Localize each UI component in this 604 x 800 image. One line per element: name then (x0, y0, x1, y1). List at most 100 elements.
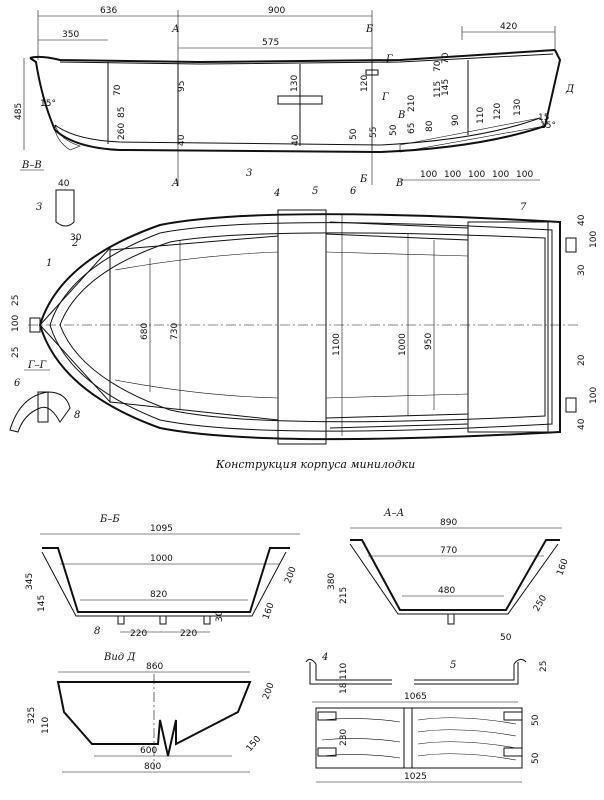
seat-dim-1025: 1025 (404, 772, 427, 782)
seat-dim-50b: 50 (531, 714, 541, 726)
section-vv-dim-30: 30 (70, 233, 82, 243)
mark-v-bottom: В (395, 178, 403, 189)
station-3: 100 (468, 170, 485, 180)
plan-dim-950: 950 (424, 333, 434, 350)
dim-b110: 110 (476, 107, 486, 124)
seat-callout-4: 4 (321, 652, 328, 663)
bb-dim-220a: 220 (130, 629, 147, 639)
aa-dim-160: 160 (555, 557, 570, 577)
callout-3: 3 (246, 168, 252, 179)
plan-dim-100: 100 (11, 315, 21, 332)
dim-h145: 145 (441, 79, 451, 96)
vd-dim-150: 150 (245, 734, 264, 754)
side-view: 636 900 350 575 420 485 70 95 85 130 120 (14, 6, 575, 189)
mark-g-top: Г (385, 54, 393, 65)
aa-dim-770: 770 (440, 546, 457, 556)
dim-575: 575 (262, 38, 279, 48)
plan-callout-7: 7 (520, 202, 527, 213)
plan-callout-2: 2 (71, 238, 78, 249)
seat-dim-50a: 50 (500, 633, 512, 643)
vd-dim-600: 600 (140, 746, 157, 756)
seat-callout-5: 5 (450, 660, 456, 671)
plan-dim-100a: 100 (589, 231, 599, 248)
dim-h40b: 40 (291, 134, 301, 146)
mark-b-bottom: Б (359, 174, 368, 185)
bb-dim-1000: 1000 (150, 554, 173, 564)
mark-a-bottom: А (171, 178, 180, 189)
dim-b120: 120 (493, 103, 503, 120)
angle-transom: 15° (540, 121, 556, 131)
vd-dim-200: 200 (261, 681, 276, 701)
station-5: 100 (516, 170, 533, 180)
section-gg-title: Г–Г (27, 360, 47, 371)
dim-350: 350 (62, 30, 79, 40)
station-1: 100 (420, 170, 437, 180)
plan-callout-1: 1 (46, 258, 52, 269)
dim-h95: 95 (177, 81, 187, 92)
plan-dim-30: 30 (577, 264, 587, 276)
plan-dim-25a: 25 (11, 295, 21, 306)
dim-b130: 130 (513, 99, 523, 116)
section-vv-title: В–В (21, 160, 42, 171)
bb-dim-820: 820 (150, 590, 167, 600)
vd-dim-800: 800 (144, 762, 161, 772)
mark-v-top: В (397, 110, 405, 121)
dim-h70c: 70 (433, 60, 443, 72)
dim-420: 420 (500, 22, 517, 32)
dim-h260: 260 (117, 123, 127, 140)
vd-dim-325: 325 (27, 707, 37, 724)
figure-caption: Конструкция корпуса минилодки (215, 458, 415, 471)
plan-dim-40b: 40 (577, 418, 587, 430)
plan-dim-25b: 25 (11, 347, 21, 358)
seat-dim-110: 110 (339, 663, 349, 680)
dim-900: 900 (268, 6, 285, 16)
seat-dim-230: 230 (339, 729, 349, 746)
bb-dim-145: 145 (37, 595, 47, 612)
section-bb-title: Б–Б (99, 514, 120, 525)
bb-dim-345: 345 (25, 573, 35, 590)
bb-dim-220b: 220 (180, 629, 197, 639)
seat-dim-18: 18 (339, 682, 349, 694)
dim-h70b: 70 (441, 52, 451, 64)
aa-dim-480: 480 (438, 586, 455, 596)
aa-dim-250: 250 (532, 593, 549, 613)
mark-g-bottom: Г (381, 92, 389, 103)
dim-b80: 80 (425, 120, 435, 132)
seat-dim-1065: 1065 (404, 692, 427, 702)
dim-b50b: 50 (389, 124, 399, 136)
dim-h40a: 40 (177, 134, 187, 146)
plan-callout-4: 4 (273, 188, 280, 199)
dim-h115: 115 (433, 81, 443, 98)
aa-dim-890: 890 (440, 518, 457, 528)
plan-dim-730: 730 (170, 323, 180, 340)
bb-dim-200: 200 (283, 565, 298, 585)
section-gg: Г–Г 6 8 (9, 360, 80, 433)
height-labels: 70 95 85 130 120 70 145 115 70 260 40 40 (113, 52, 451, 146)
dim-h120: 120 (360, 75, 370, 92)
plan-dim-20: 20 (577, 354, 587, 366)
mark-d: Д (565, 84, 575, 95)
dim-b65: 65 (407, 123, 417, 134)
plan-dim-40a: 40 (577, 214, 587, 226)
section-aa: А–А 890 770 480 380 215 160 250 (327, 508, 571, 625)
dim-h130: 130 (290, 75, 300, 92)
bb-dim-30: 30 (215, 610, 225, 622)
aa-dim-215: 215 (339, 587, 349, 604)
seat-detail: 4 5 50 25 110 18 1065 50 50 230 1025 (305, 633, 549, 783)
vd-dim-860: 860 (146, 662, 163, 672)
station-2: 100 (444, 170, 461, 180)
plan-callout-5: 5 (312, 186, 318, 197)
angle-stem: 15° (40, 99, 56, 109)
dim-636: 636 (100, 6, 117, 16)
mark-a-top: А (171, 24, 180, 35)
seat-dim-50c: 50 (531, 752, 541, 764)
plan-dim-1100: 1100 (332, 333, 342, 356)
section-bb: Б–Б 1095 1000 820 220 220 345 145 200 16… (25, 514, 300, 639)
section-vv-callout: 3 (36, 202, 42, 213)
dim-b50a: 50 (349, 128, 359, 140)
view-d: Вид Д 860 600 800 325 110 200 150 (27, 652, 277, 773)
plan-callout-6: 6 (350, 186, 357, 197)
dim-b210: 210 (407, 95, 417, 112)
aa-dim-380: 380 (327, 573, 337, 590)
plan-dim-100b: 100 (589, 387, 599, 404)
